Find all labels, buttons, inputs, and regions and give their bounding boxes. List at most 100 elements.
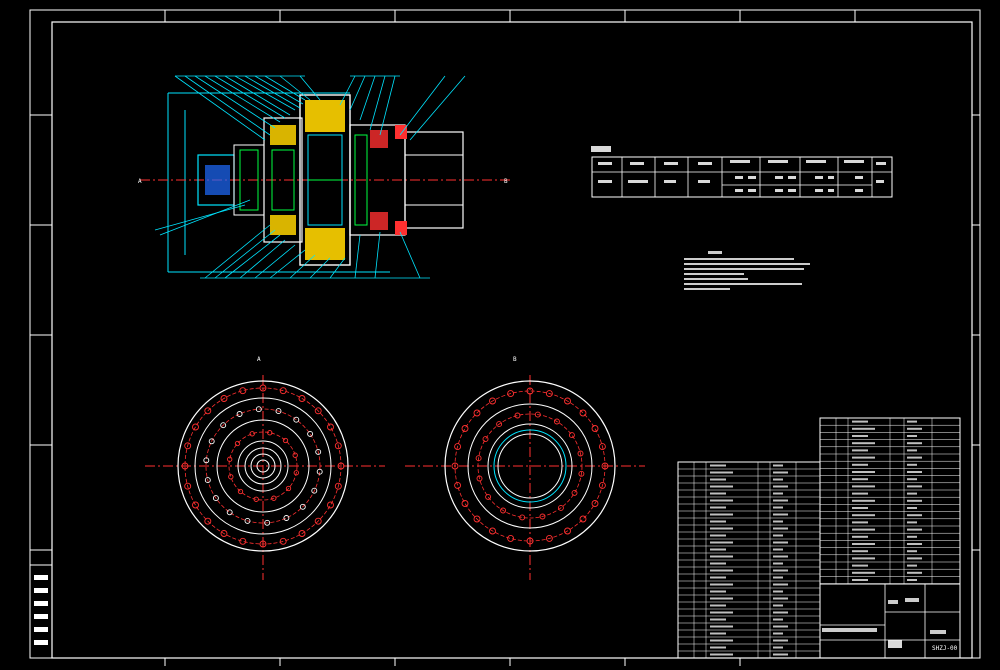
bolt-hole (519, 514, 526, 521)
table-cell-text (773, 541, 788, 544)
bolt-hole (454, 443, 462, 451)
bolt-hole (212, 495, 219, 502)
bolt-hole (534, 411, 541, 418)
revision-strip (29, 564, 53, 659)
table-cell-text (907, 543, 922, 545)
technical-requirements-notes (684, 251, 810, 290)
bolt-hole (311, 487, 318, 494)
table-cell-text (852, 499, 875, 502)
table-cell-text (907, 478, 917, 481)
bolt-hole (557, 504, 564, 511)
table-cell-text (852, 427, 875, 430)
bolt-hole (293, 416, 300, 423)
table-cell-text (907, 471, 922, 473)
table-cell-text (773, 646, 783, 649)
table-cell-text (773, 632, 783, 635)
bolt-hole (192, 423, 199, 431)
bolt-hole (454, 481, 462, 489)
table-cell-text (773, 597, 788, 600)
table-cell-text (907, 456, 922, 459)
table-cell-text (773, 639, 788, 642)
end-view-left[interactable] (145, 375, 385, 580)
table-cell-text (710, 576, 726, 579)
bolt-hole (601, 462, 609, 470)
table-cell-text (852, 485, 875, 488)
bolt-hole (461, 425, 469, 432)
table-cell-text (710, 611, 733, 614)
bolt-hole (279, 387, 287, 395)
table-cell-text (907, 449, 917, 452)
table-cell-text (773, 520, 783, 523)
table-cell-text (773, 618, 783, 621)
bolt-hole (568, 432, 575, 439)
table-cell-text (852, 543, 875, 545)
bolt-hole (239, 537, 247, 545)
table-cell-text (710, 625, 733, 628)
end-view-right[interactable] (405, 375, 645, 580)
table-cell-text (907, 507, 917, 509)
bolt-hole (264, 519, 271, 526)
bolt-hole (564, 397, 571, 405)
bolt-hole (292, 452, 298, 458)
bolt-hole (228, 474, 234, 480)
bolt-hole (579, 409, 587, 417)
bolt-hole (578, 470, 585, 477)
table-cell-text (773, 492, 783, 495)
bolt-hole (184, 482, 192, 490)
bolt-hole (239, 387, 247, 395)
table-cell-text (907, 514, 922, 517)
bolt-hole (267, 430, 273, 436)
section-mark-right: B (504, 178, 508, 185)
table-cell-text (907, 499, 922, 502)
bolt-hole (315, 448, 322, 455)
bolt-hole (553, 418, 560, 425)
drawing-frame (51, 21, 973, 659)
bolt-hole (316, 468, 323, 475)
bolt-hole (283, 515, 290, 521)
table-cell-text (710, 639, 733, 642)
assembly-section-view[interactable] (140, 75, 510, 279)
table-cell-text (773, 464, 783, 467)
table-cell-text (710, 590, 726, 593)
view-label-left: A (257, 356, 261, 363)
table-cell-text (773, 555, 788, 558)
bolt-hole (275, 408, 282, 415)
bolt-hole (253, 496, 259, 502)
bolt-hole (564, 527, 571, 535)
technical-parameter-table (591, 146, 893, 198)
bolt-hole (514, 412, 521, 419)
table-cell-text (907, 564, 917, 567)
bolt-hole (279, 537, 287, 545)
bolt-hole (307, 430, 314, 437)
bolt-hole (485, 493, 492, 500)
table-cell-text (907, 571, 922, 574)
table-cell-text (710, 646, 726, 649)
table-cell-text (852, 528, 875, 531)
table-cell-text (773, 653, 788, 656)
bolt-hole (298, 395, 306, 402)
table-cell-text (852, 435, 868, 437)
table-cell-text (907, 550, 917, 553)
table-cell-text (710, 506, 726, 509)
table-cell-text (907, 579, 917, 581)
table-cell-text (852, 514, 875, 517)
bolt-hole (271, 495, 277, 501)
table-cell-text (907, 420, 917, 423)
bolt-hole (475, 455, 482, 462)
table-cell-text (852, 579, 868, 581)
table-cell-text (773, 485, 788, 488)
table-cell-text (852, 456, 875, 459)
bolt-hole (334, 442, 342, 450)
bolt-hole (255, 406, 262, 413)
bolt-hole (249, 431, 255, 437)
table-cell-text (773, 471, 788, 474)
table-cell-text (907, 535, 917, 538)
bolt-hole (220, 395, 228, 402)
table-cell-text (852, 535, 868, 538)
table-cell-text (907, 435, 917, 437)
table-cell-text (710, 541, 733, 544)
table-cell-text (710, 527, 733, 530)
table-cell-text (773, 625, 788, 628)
